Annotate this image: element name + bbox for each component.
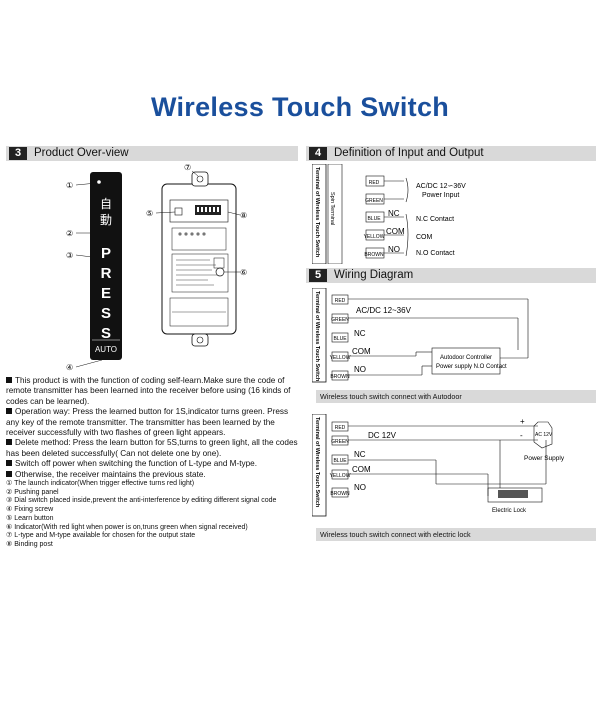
terminal-label: Terminal of Wireless Touch Switch xyxy=(314,167,320,258)
spin-terminal-label: Spin Terminal xyxy=(329,192,335,225)
power-supply-box-label: AC 12V xyxy=(535,432,553,438)
fixing-screw-bottom xyxy=(191,333,209,347)
legend-item: ③ Dial switch placed inside,prevent the … xyxy=(6,497,277,505)
fixing-screw-top xyxy=(191,171,209,187)
wire-red: RED xyxy=(335,298,346,304)
legend-item: ② Pushing panel xyxy=(6,488,59,496)
wire-blue: BLUE xyxy=(367,216,381,222)
callout-3: ③ xyxy=(66,251,73,260)
legend-item: ① The launch indicator(When trigger effe… xyxy=(6,480,195,488)
learn-button xyxy=(174,207,183,216)
legend-item: ⑥ Indicator(With red light when power is… xyxy=(6,523,248,531)
dc-label: DC 12V xyxy=(368,431,397,440)
bullet-item: Operation way: Press the learned button … xyxy=(6,407,289,438)
legend-item: ⑤ Learn button xyxy=(6,514,54,522)
page-title: Wireless Touch Switch xyxy=(150,92,450,122)
callout-6: ⑥ xyxy=(240,268,247,277)
com-label: COM xyxy=(352,465,371,474)
wire-green: GREEN xyxy=(365,198,383,204)
kanji-2: 動 xyxy=(100,213,112,227)
io-definition-diagram: Terminal of Wireless Touch Switch Spin T… xyxy=(312,164,466,264)
legend-item: ④ Fixing screw xyxy=(6,506,54,514)
bullet-item: Otherwise, the receiver maintains the pr… xyxy=(6,470,298,480)
section-title: Definition of Input and Output xyxy=(334,147,484,159)
press-letter: P xyxy=(101,245,111,262)
minus-label: - xyxy=(520,431,523,440)
callout-1: ① xyxy=(66,181,73,190)
wire-green: GREEN xyxy=(331,439,349,445)
terminal-label: Terminal of Wireless Touch Switch xyxy=(314,417,320,508)
no-label: NO xyxy=(388,245,400,254)
press-letter: E xyxy=(101,285,111,302)
no-contact-label: N.O Contact xyxy=(416,250,455,257)
section-wiring-header: 5 Wiring Diagram xyxy=(306,268,596,283)
press-letter: S xyxy=(101,325,111,342)
bullet-item: Switch off power when switching the func… xyxy=(6,459,298,469)
callout-2: ② xyxy=(66,229,73,238)
section-overview-header: 3 Product Over-view xyxy=(6,146,298,161)
power-input-label: Power Input xyxy=(422,192,459,199)
wire-blue: BLUE xyxy=(333,458,347,464)
acdc-label: AC/DC 12~36V xyxy=(356,306,412,315)
legend-item: ⑦ L-type and M-type available for chosen… xyxy=(6,532,196,540)
wire-yellow: YELLOW xyxy=(364,234,385,240)
autodoor-controller-label: Autodoor Controller xyxy=(440,355,492,361)
nc-contact-label: N.C Contact xyxy=(416,216,454,223)
wire-brown: BROWN xyxy=(330,374,350,380)
autodoor-sub-label: Power supply N.O Contact xyxy=(436,364,507,370)
dial-switch xyxy=(195,205,221,215)
callout-8: ⑧ xyxy=(240,211,247,220)
nc-label: NC xyxy=(354,450,366,459)
press-letter: R xyxy=(101,265,112,282)
callout-7: ⑦ xyxy=(184,163,191,172)
legend-item: ⑧ Binding post xyxy=(6,540,53,548)
device-illustration: 自 動 P R E S S AUTO ① ② ③ ④ ⑦ ⑤ ⑧ ⑥ xyxy=(66,163,247,372)
section-io-header: 4 Definition of Input and Output xyxy=(306,146,596,161)
no-label: NO xyxy=(354,365,366,374)
bullet-item: Delete method: Press the learn button fo… xyxy=(6,438,298,458)
feature-bullets: This product is with the function of cod… xyxy=(6,376,298,550)
legend-list: ① The launch indicator(When trigger effe… xyxy=(6,480,298,550)
plus-label: + xyxy=(520,417,525,426)
wire-blue: BLUE xyxy=(333,336,347,342)
com-label: COM xyxy=(352,347,371,356)
wire-yellow: YELLOW xyxy=(330,473,351,479)
power-supply-label: Power Supply xyxy=(524,455,565,462)
terminal-label: Terminal of Wireless Touch Switch xyxy=(314,291,320,382)
callout-5: ⑤ xyxy=(146,209,153,218)
wire-brown: BROWN xyxy=(330,491,350,497)
wire-brown: BROWN xyxy=(364,252,384,258)
pushing-panel xyxy=(90,172,122,360)
caption-electric-lock: Wireless touch switch connect with elect… xyxy=(316,528,596,541)
section-title: Wiring Diagram xyxy=(334,269,414,281)
acdc-label: AC/DC 12∽36V xyxy=(416,183,466,190)
wiring-diagram-electric-lock: Terminal of Wireless Touch Switch RED GR… xyxy=(312,414,565,517)
nc-label: NC xyxy=(388,209,400,218)
com-desc-label: COM xyxy=(416,234,433,241)
press-letter: S xyxy=(101,305,111,322)
callout-4: ④ xyxy=(66,363,73,372)
kanji-1: 自 xyxy=(100,197,112,211)
wiring-diagram-autodoor: Terminal of Wireless Touch Switch RED GR… xyxy=(312,288,529,383)
bullet-item: This product is with the function of cod… xyxy=(6,376,291,406)
com-label: COM xyxy=(386,227,405,236)
auto-label: AUTO xyxy=(95,345,117,354)
launch-indicator xyxy=(97,180,101,184)
caption-autodoor: Wireless touch switch connect with Autod… xyxy=(316,390,596,403)
wire-green: GREEN xyxy=(331,317,349,323)
section-number: 5 xyxy=(309,269,327,282)
wire-yellow: YELLOW xyxy=(330,355,351,361)
wire-red: RED xyxy=(369,180,380,186)
wire-red: RED xyxy=(335,425,346,431)
electric-lock-label: Electric Lock xyxy=(492,508,527,514)
section-title: Product Over-view xyxy=(34,147,129,159)
nc-label: NC xyxy=(354,329,366,338)
section-number: 4 xyxy=(309,147,327,160)
section-number: 3 xyxy=(9,147,27,160)
indicator-led xyxy=(215,267,225,277)
no-label: NO xyxy=(354,483,366,492)
